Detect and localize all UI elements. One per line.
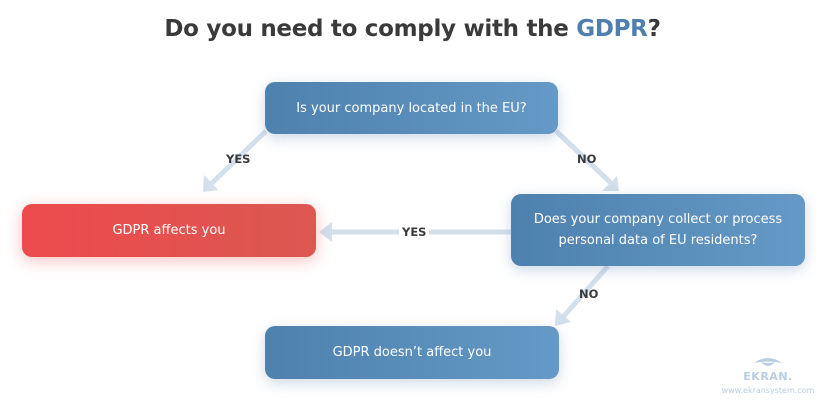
question-text: Does your company collect or process per… xyxy=(534,209,782,251)
page-title: Do you need to comply with the GDPR? xyxy=(0,16,825,42)
eye-icon xyxy=(754,358,782,366)
edge-label-q2-yes: YES xyxy=(399,225,430,239)
edge-label-q1-no: NO xyxy=(577,152,597,166)
title-prefix: Do you need to comply with the xyxy=(164,16,577,42)
title-suffix: ? xyxy=(647,16,661,42)
logo-url: www.ekransystem.com xyxy=(721,386,815,395)
question-text-line-2: personal data of EU residents? xyxy=(558,233,758,248)
arrowhead-q1-yes xyxy=(203,175,218,192)
arrowhead-q1-no xyxy=(602,176,619,191)
edge-label-q1-yes: YES xyxy=(226,152,251,166)
outcome-text: GDPR affects you xyxy=(112,223,226,238)
logo-name: EKRAN. xyxy=(743,370,793,383)
outcome-node-gdpr-affects: GDPR affects you xyxy=(22,204,316,257)
title-accent: GDPR xyxy=(576,16,648,42)
outcome-text: GDPR doesn’t affect you xyxy=(332,345,492,360)
question-node-located-in-eu: Is your company located in the EU? xyxy=(265,82,558,134)
edge-label-q2-no: NO xyxy=(579,287,599,301)
arrowhead-q2-no xyxy=(555,309,571,326)
question-text-line-1: Does your company collect or process xyxy=(533,212,783,227)
arrowhead-q2-yes xyxy=(319,222,332,242)
outcome-node-gdpr-not-affects: GDPR doesn’t affect you xyxy=(265,326,559,379)
ekran-logo: EKRAN. www.ekransystem.com xyxy=(716,356,820,396)
question-text: Is your company located in the EU? xyxy=(296,100,527,116)
question-node-processes-eu-data: Does your company collect or process per… xyxy=(511,194,805,266)
